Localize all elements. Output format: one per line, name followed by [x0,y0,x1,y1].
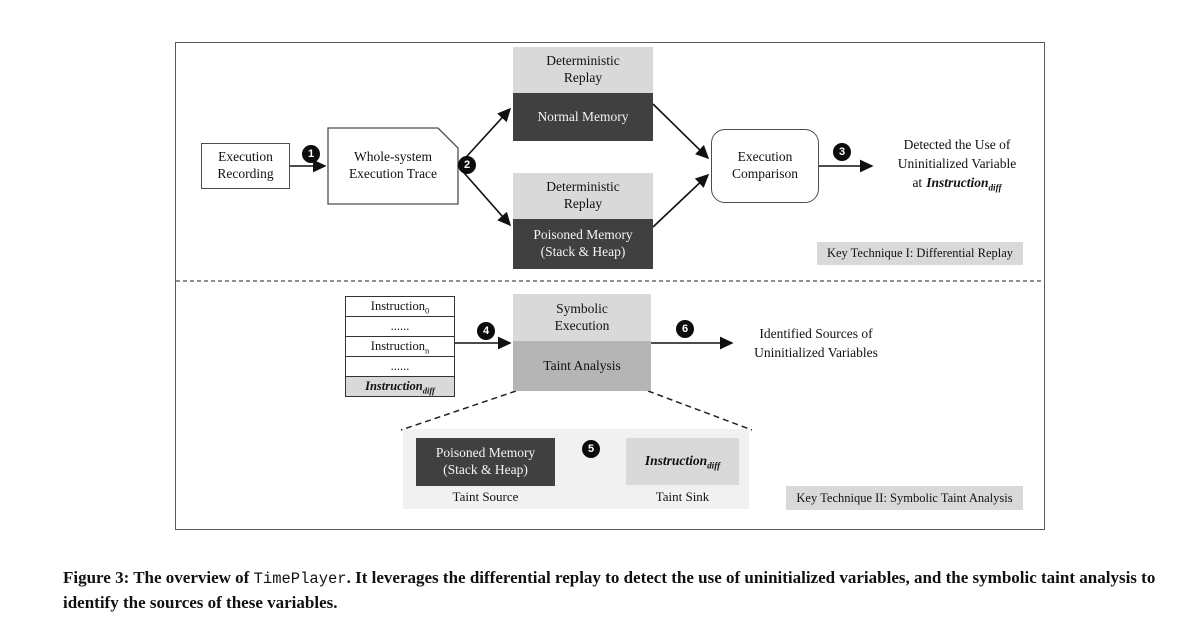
step-4-badge: 4 [477,322,495,340]
step-6-badge: 6 [676,320,694,338]
execution-recording-box: Execution Recording [201,143,290,189]
caption-prefix: Figure 3: The overview of [63,568,254,587]
step-2-badge: 2 [458,156,476,174]
poisoned-memory-line1: Poisoned Memory [533,227,633,243]
identified-line1: Identified Sources of [759,326,873,341]
step-5-badge: 5 [582,440,600,458]
deterministic-replay-normal-box: Deterministic Replay [513,47,653,93]
whole-system-trace-box: Whole-system Execution Trace [348,149,438,181]
taint-sink-instruction-box: Instructiondiff [626,438,739,485]
instruction-row-n: Instructionn [346,337,454,357]
poisoned-memory-box: Poisoned Memory (Stack & Heap) [513,219,653,269]
identified-sources-text: Identified Sources of Uninitialized Vari… [721,324,911,362]
detected-line2: Uninitialized Variable [897,156,1017,171]
instruction-diff-text: Instructiondiff [926,175,1002,193]
figure-caption: Figure 3: The overview of TimePlayer. It… [63,566,1156,615]
step-3-badge: 3 [833,143,851,161]
detected-at: at [912,175,923,190]
instruction-row-diff: Instructiondiff [346,377,454,396]
execution-comparison-box: Execution Comparison [711,129,819,203]
normal-memory-box: Normal Memory [513,93,653,141]
taint-source-label: Taint Source [452,489,519,504]
figure-3-diagram: Execution Recording 1 Whole-system Execu… [175,42,1045,530]
instruction-row-0: Instruction0 [346,297,454,317]
key-technique-2-label: Key Technique II: Symbolic Taint Analysi… [786,486,1023,510]
identified-line2: Uninitialized Variables [754,345,878,360]
deterministic-replay-poisoned-box: Deterministic Replay [513,173,653,219]
caption-suffix: . It leverages the differential replay t… [63,568,1156,612]
instruction-row-dots1: ...... [346,317,454,337]
detected-use-text: Detected the Use of Uninitialized Variab… [871,135,1043,192]
instruction-table: Instruction0 ...... Instructionn ...... … [345,296,455,397]
step-1-badge: 1 [302,145,320,163]
detected-line1: Detected the Use of [903,137,1011,152]
instruction-row-dots2: ...... [346,357,454,377]
taint-poisoned-line2: (Stack & Heap) [443,462,528,477]
poisoned-memory-line2: (Stack & Heap) [540,244,626,259]
symbolic-execution-box: Symbolic Execution [513,294,651,341]
taint-source-poisoned-box: Poisoned Memory (Stack & Heap) [416,438,555,486]
taint-analysis-box: Taint Analysis [513,341,651,391]
taint-sink-label: Taint Sink [655,489,710,504]
caption-timeplayer: TimePlayer [253,570,347,588]
taint-poisoned-line1: Poisoned Memory [435,445,536,461]
key-technique-1-label: Key Technique I: Differential Replay [817,242,1023,265]
